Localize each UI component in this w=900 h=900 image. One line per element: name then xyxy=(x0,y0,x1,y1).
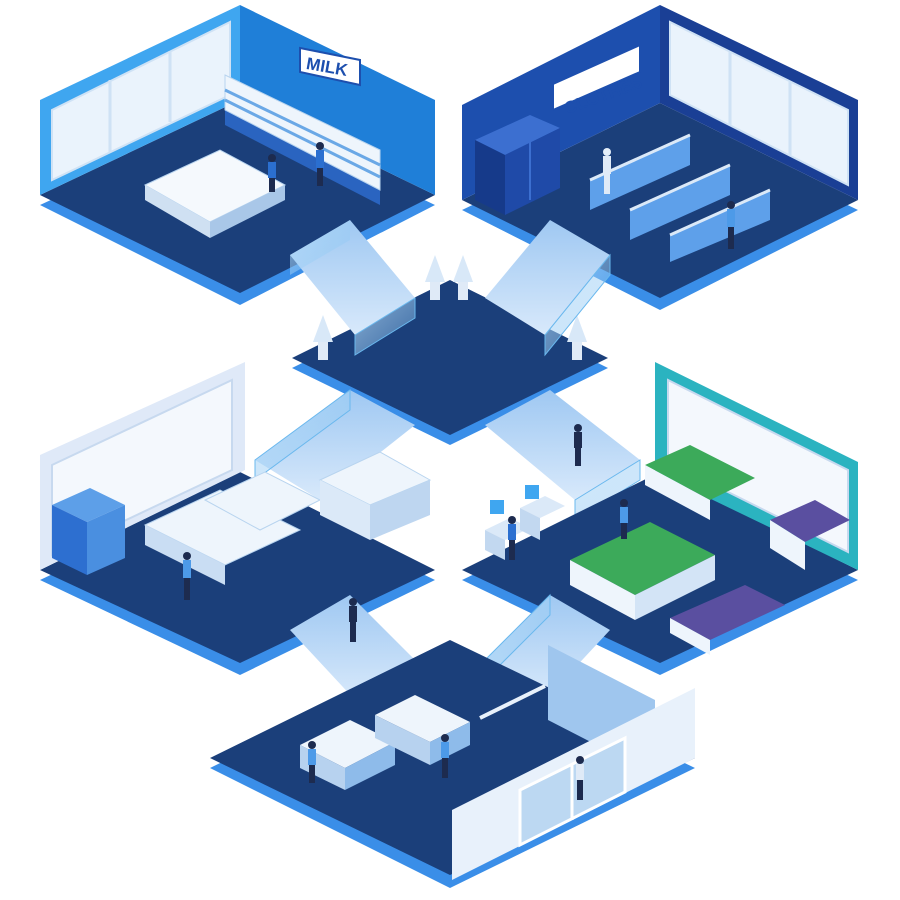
shopper-figure xyxy=(603,148,611,194)
shopper-figure xyxy=(308,741,316,783)
landing-floor xyxy=(292,280,608,435)
milk-room-window xyxy=(51,20,231,182)
clothing-racks xyxy=(589,133,771,262)
self-checkout xyxy=(485,485,565,560)
shopper-figure xyxy=(620,499,628,539)
grocery-shelves xyxy=(143,451,432,585)
staircase-mid-right xyxy=(485,390,641,521)
potted-plant xyxy=(453,255,473,300)
milk-room: MILK xyxy=(40,5,435,305)
potted-plant xyxy=(313,315,333,360)
drinks-fridges xyxy=(52,488,125,575)
checkout-room-floor xyxy=(210,640,695,875)
shopper-figure xyxy=(349,598,357,642)
shopper-figure xyxy=(268,154,276,192)
shopper-figure xyxy=(574,424,582,466)
milk-room-right-wall xyxy=(240,5,435,195)
freezer-island xyxy=(143,149,287,238)
potted-plant xyxy=(567,315,587,360)
fitting-rooms xyxy=(475,115,560,215)
staircase-top-right xyxy=(485,220,611,357)
turnstile-gate xyxy=(479,684,546,720)
shopper-figure xyxy=(316,142,324,186)
checkout-counter xyxy=(375,695,470,765)
milk-fridges xyxy=(225,110,380,205)
shopper-figure xyxy=(576,756,584,800)
shopper-figure xyxy=(183,552,191,600)
shopper-figure xyxy=(508,516,516,560)
staircase-top-left xyxy=(290,220,416,356)
shopper-figure xyxy=(727,201,735,249)
clothes-room: CLOTHES xyxy=(462,5,858,310)
produce-bins xyxy=(570,445,850,655)
staircase-mid-left xyxy=(254,389,415,500)
checkout-room xyxy=(210,640,695,888)
potted-plant xyxy=(425,255,445,300)
shopper-figure xyxy=(441,734,449,778)
